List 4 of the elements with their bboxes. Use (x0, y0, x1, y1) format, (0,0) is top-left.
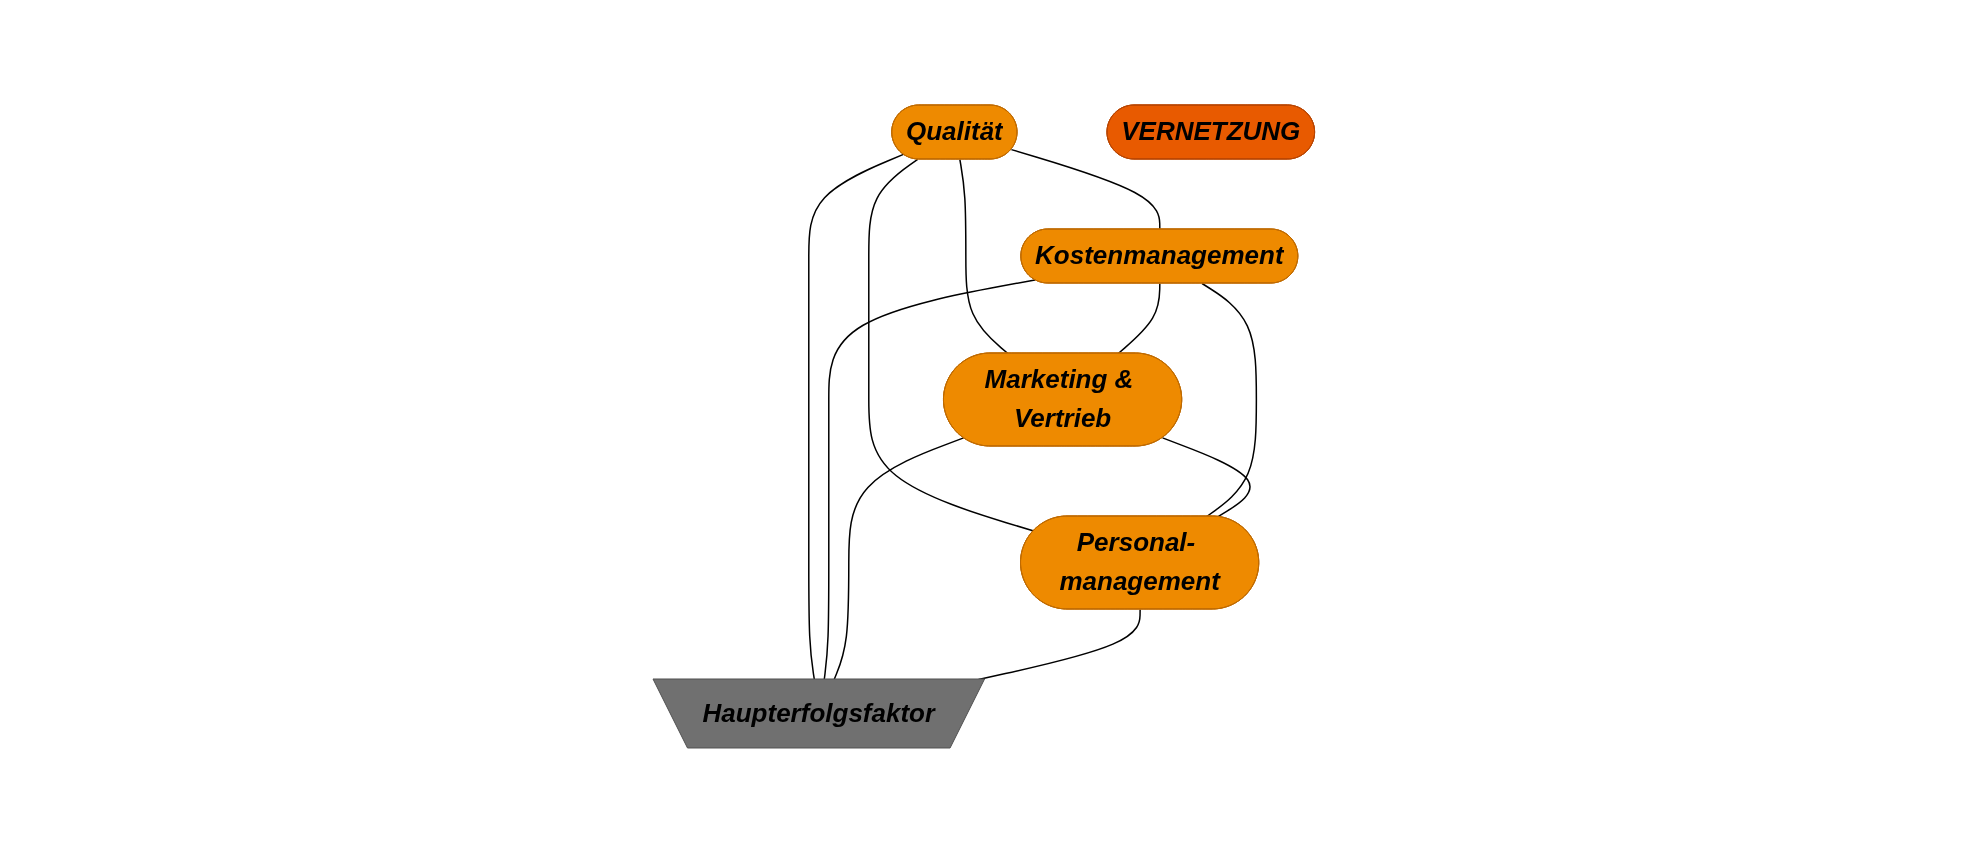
connector (1010, 148, 1161, 231)
connector (1162, 437, 1251, 518)
connector (1201, 282, 1258, 518)
connector (868, 158, 1035, 532)
